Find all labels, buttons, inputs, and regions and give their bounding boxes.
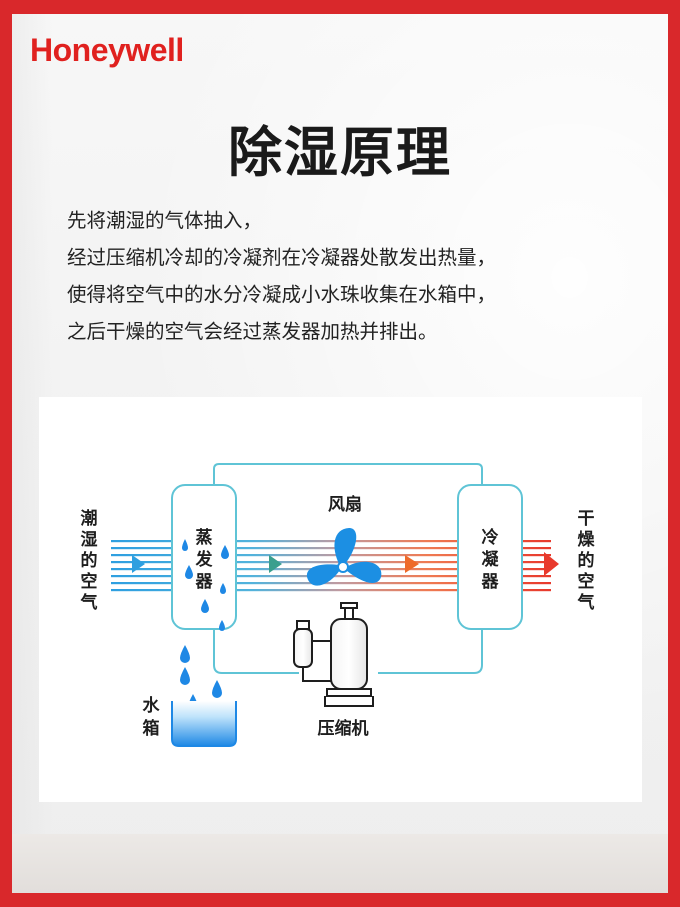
fan-label: 风扇 — [328, 494, 362, 515]
svg-text:空: 空 — [81, 571, 98, 592]
arrow-icon — [132, 555, 145, 573]
evaporator — [171, 484, 237, 630]
water-tank — [171, 701, 237, 747]
description-line: 使得将空气中的水分冷凝成小水珠收集在水箱中， — [67, 283, 497, 306]
svg-text:气: 气 — [577, 592, 595, 613]
description-line: 先将潮湿的气体抽入， — [67, 209, 263, 232]
input-air-label: 潮 湿 的 空 气 — [80, 508, 98, 613]
svg-text:潮: 潮 — [81, 508, 98, 529]
svg-text:的: 的 — [81, 550, 98, 571]
svg-text:蒸: 蒸 — [196, 528, 213, 548]
arrow-icon — [269, 555, 282, 573]
description: 先将潮湿的气体抽入， 经过压缩机冷却的冷凝剂在冷凝器处散发出热量， 使得将空气中… — [67, 202, 496, 350]
arrow-icon — [544, 552, 559, 576]
svg-text:发: 发 — [195, 549, 214, 570]
svg-text:器: 器 — [481, 572, 500, 592]
compressor-icon — [293, 602, 374, 707]
svg-text:器: 器 — [195, 572, 214, 592]
brand-logo: Honeywell — [30, 32, 184, 68]
description-line: 经过压缩机冷却的冷凝剂在冷凝器处散发出热量， — [67, 246, 497, 269]
compressor-label: 压缩机 — [318, 718, 369, 739]
svg-text:湿: 湿 — [81, 530, 98, 550]
svg-text:干: 干 — [578, 509, 595, 529]
water-tank-label: 水 箱 — [143, 695, 161, 739]
arrow-icon — [405, 555, 419, 573]
svg-text:空: 空 — [578, 571, 595, 592]
description-line: 之后干燥的空气会经过蒸发器加热并排出。 — [67, 320, 438, 343]
evaporator-label: 蒸 发 器 — [195, 528, 214, 592]
svg-text:冷: 冷 — [482, 527, 499, 548]
svg-text:箱: 箱 — [143, 718, 160, 739]
condenser-label: 冷 凝 器 — [481, 527, 500, 592]
svg-text:燥: 燥 — [578, 530, 596, 550]
diagram-canvas: 蒸 发 器 冷 凝 器 风扇 — [80, 463, 596, 747]
output-air-label: 干 燥 的 空 气 — [577, 509, 596, 613]
page-title: 除湿原理 — [228, 121, 452, 184]
svg-text:的: 的 — [578, 550, 595, 571]
dehumidifier-diagram: 蒸 发 器 冷 凝 器 风扇 — [39, 397, 642, 802]
condenser — [457, 484, 523, 630]
floor-backdrop — [12, 834, 668, 893]
svg-text:凝: 凝 — [482, 550, 500, 570]
svg-text:水: 水 — [143, 695, 161, 716]
refrigerant-pipe — [213, 463, 483, 674]
fan-icon — [306, 528, 382, 586]
svg-text:气: 气 — [80, 592, 98, 613]
